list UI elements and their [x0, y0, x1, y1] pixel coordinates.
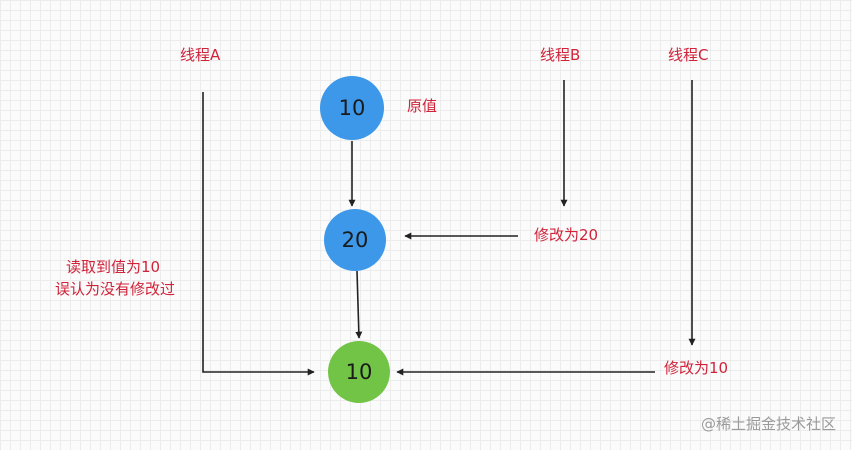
original-value-annotation: 原值 — [407, 97, 438, 115]
final-value-node: 10 — [328, 341, 390, 403]
thread-a-label: 线程A — [180, 46, 221, 64]
modified-value-text: 20 — [341, 228, 369, 252]
thread-b-label: 线程B — [540, 46, 581, 64]
watermark-text: @稀土掘金技术社区 — [700, 415, 836, 433]
original-value-text: 10 — [338, 96, 366, 120]
thread-b-action-label: 修改为20 — [534, 226, 599, 244]
original-value-node: 10 — [320, 76, 384, 140]
thread-c-action-label: 修改为10 — [664, 359, 729, 377]
thread-c-label: 线程C — [668, 46, 709, 64]
final-value-text: 10 — [345, 360, 373, 384]
thread-a-read-note-line2: 误认为没有修改过 — [55, 280, 176, 298]
thread-a-arrow — [202, 92, 315, 376]
modified-to-final-arrow — [355, 270, 363, 339]
modified-value-node: 20 — [324, 209, 386, 271]
thread-a-read-note-line1: 读取到值为10 — [66, 258, 161, 276]
